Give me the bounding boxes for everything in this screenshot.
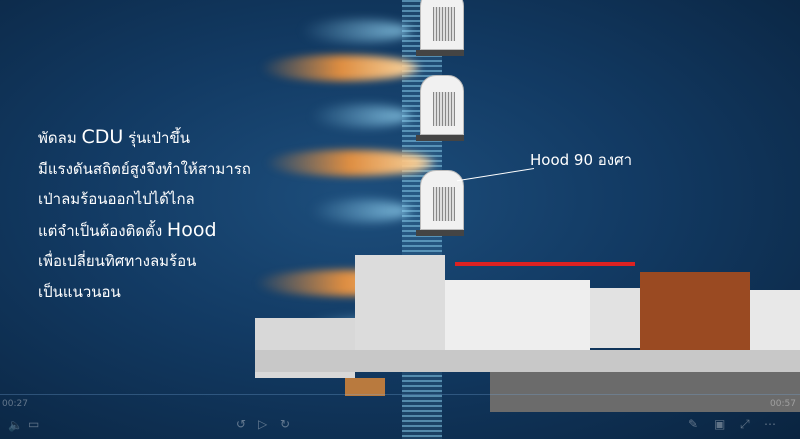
- volume-icon[interactable]: 🔈: [8, 418, 23, 432]
- miniplayer-icon[interactable]: ▣: [714, 417, 726, 431]
- caption-line: เพื่อเปลี่ยนทิศทางลมร้อน: [38, 252, 197, 270]
- bracket: [416, 230, 464, 236]
- edit-icon[interactable]: ✎: [688, 417, 699, 431]
- bracket: [416, 135, 464, 141]
- hood-pointer-line: [456, 168, 535, 182]
- caption-line: พัดลม CDU รุ่นเป่าขึ้น: [38, 126, 190, 148]
- forward-10-icon[interactable]: ↻: [280, 417, 291, 431]
- remaining-time: 00:57: [770, 399, 796, 409]
- hood-label: Hood 90 องศา: [530, 151, 633, 169]
- cdu-unit: [420, 170, 464, 230]
- building-block: [445, 280, 590, 350]
- captions-icon[interactable]: ▭: [28, 417, 40, 431]
- building-block: [750, 290, 800, 350]
- cdu-unit: [420, 75, 464, 135]
- caption-line: เป่าลมร้อนออกไปได้ไกล: [38, 190, 195, 208]
- cool-air-stream: [300, 20, 410, 42]
- wood-panel: [345, 378, 385, 396]
- more-options-icon[interactable]: ⋯: [764, 417, 776, 431]
- red-pipe: [455, 262, 635, 266]
- hot-air-plume: [265, 150, 435, 176]
- floor-slab: [255, 350, 800, 372]
- seek-bar[interactable]: [0, 394, 800, 395]
- caption-line: เป็นแนวนอน: [38, 282, 121, 301]
- floor-base: [490, 372, 800, 412]
- cdu-unit: [420, 0, 464, 50]
- fullscreen-icon[interactable]: ⤢: [740, 417, 750, 431]
- building-wall: [355, 255, 445, 365]
- rewind-10-icon[interactable]: ↺: [236, 417, 247, 431]
- cool-air-stream: [310, 105, 410, 127]
- hot-air-plume: [260, 55, 420, 81]
- play-icon[interactable]: ▷: [258, 417, 268, 431]
- caption-text: พัดลม CDU รุ่นเป่าขึ้น มีแรงดันสถิตย์สูง…: [38, 122, 251, 307]
- caption-line: แต่จำเป็นต้องติดตั้ง Hood: [38, 218, 217, 241]
- brown-block: [640, 272, 750, 352]
- bracket: [416, 50, 464, 56]
- caption-line: มีแรงดันสถิตย์สูงจึงทำให้สามารถ: [38, 159, 251, 178]
- cool-air-stream: [310, 200, 410, 222]
- elapsed-time: 00:27: [2, 399, 28, 409]
